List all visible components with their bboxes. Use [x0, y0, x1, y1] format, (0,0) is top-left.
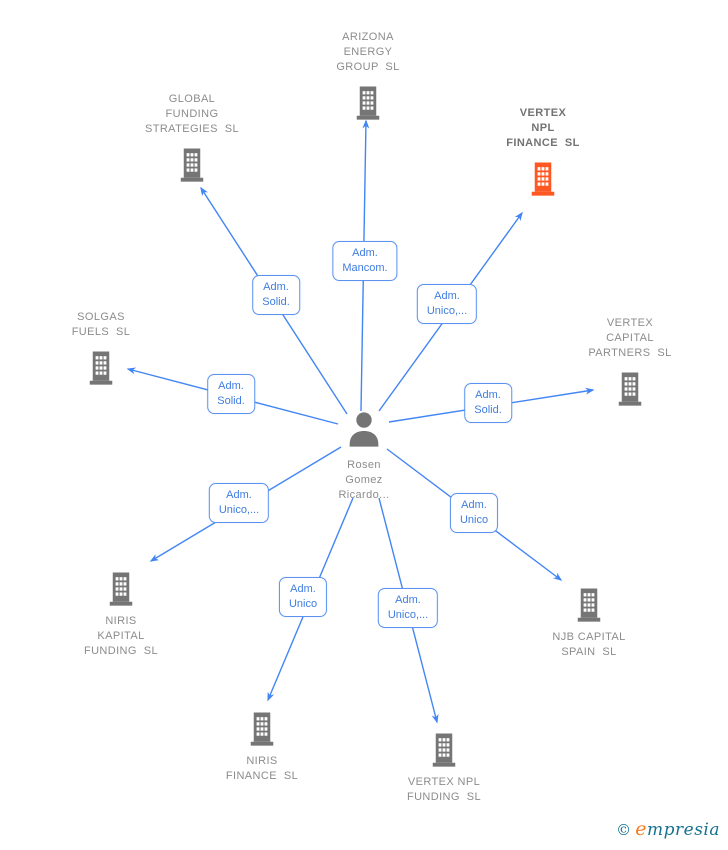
copyright-icon: © [616, 821, 632, 839]
relationship-label-line: Unico,... [218, 504, 260, 516]
relationship-label-adm-unico-niris-kapital: Adm. Unico,... [208, 483, 270, 523]
relationship-label-line: Unico [288, 598, 318, 610]
relationship-label-line: Adm. [352, 247, 378, 259]
building-icon [89, 351, 113, 385]
relationship-label-adm-unico-njb: Adm. Unico [449, 493, 499, 533]
relationship-label-line: Adm. [218, 380, 244, 392]
relationship-label-line: Solid. [474, 404, 502, 416]
building-icon [109, 572, 133, 606]
building-icon [356, 86, 380, 120]
building-icon [250, 712, 274, 746]
relationship-label-line: Solid. [262, 296, 290, 308]
relationship-label-adm-solid-global: Adm. Solid. [252, 275, 300, 315]
building-icon [432, 733, 456, 767]
relationship-label-adm-solid-vertex-capital: Adm. Solid. [464, 383, 512, 423]
person-icon [349, 412, 379, 447]
relationship-label-adm-unico-vertex-funding: Adm. Unico,... [377, 588, 439, 628]
relationship-label-line: Adm. [434, 290, 460, 302]
relationship-label-line: Adm. [475, 389, 501, 401]
relationship-label-line: Adm. [290, 583, 316, 595]
relationship-label-line: Unico,... [387, 609, 429, 621]
building-icon [577, 588, 601, 622]
relationship-label-adm-unico-vertex-finance: Adm. Unico,... [416, 284, 478, 324]
relationship-label-adm-solid-solgas: Adm. Solid. [207, 374, 255, 414]
relationship-label-adm-mancom-arizona: Adm. Mancom. [332, 241, 398, 281]
relationship-label-line: Mancom. [342, 262, 388, 274]
relationship-label-line: Adm. [395, 594, 421, 606]
relationship-label-line: Adm. [226, 489, 252, 501]
building-icon [180, 148, 204, 182]
building-icon [618, 372, 642, 406]
brand-wordmark: empresia [635, 818, 720, 840]
relationship-label-adm-unico-niris-finance: Adm. Unico [278, 577, 328, 617]
relationship-label-line: Adm. [263, 281, 289, 293]
relationship-label-line: Unico,... [426, 305, 468, 317]
relationship-label-line: Solid. [217, 395, 245, 407]
relationship-label-line: Adm. [461, 499, 487, 511]
empresia-watermark-link[interactable]: © empresia [616, 818, 720, 840]
relationship-label-line: Unico [459, 514, 489, 526]
building-icon [531, 162, 555, 196]
